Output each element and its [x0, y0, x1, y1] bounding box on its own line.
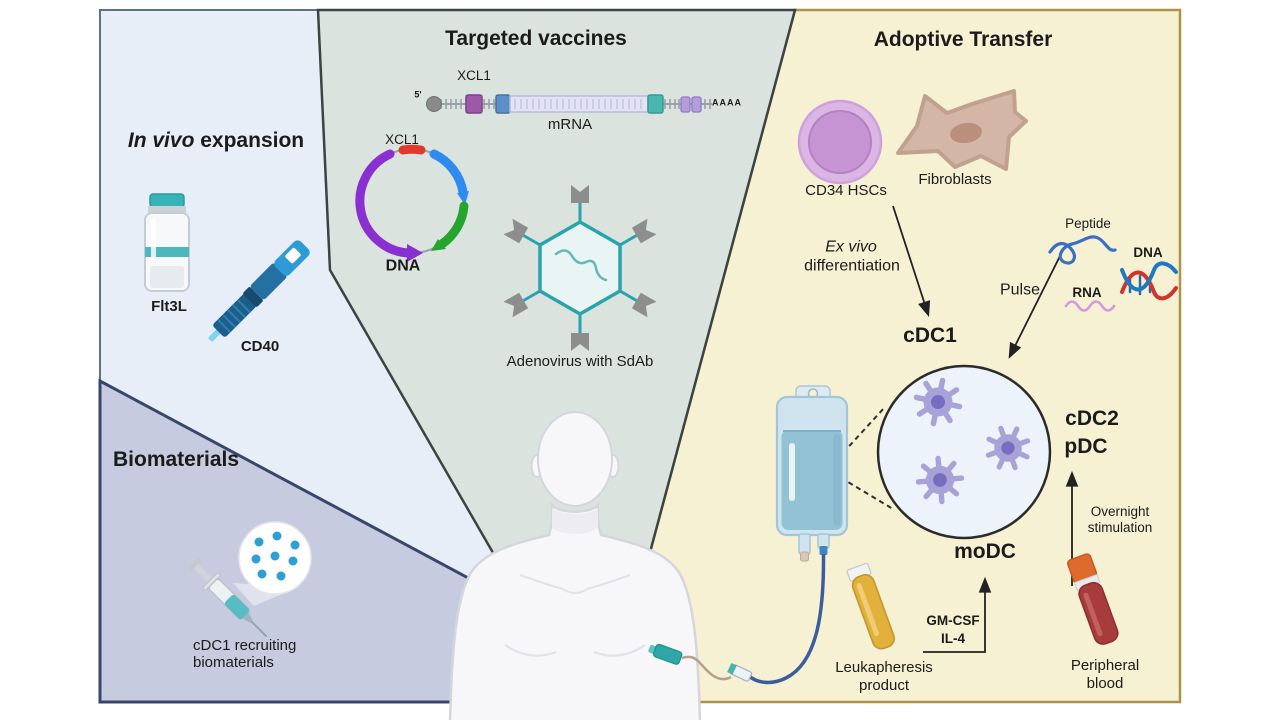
peptide-label: Peptide: [1065, 215, 1111, 231]
leukapheresis-label-line1: Leukapheresis: [835, 659, 933, 677]
cd34-label: CD34 HSCs: [805, 182, 887, 200]
modc-label: moDC: [954, 539, 1016, 563]
adenovirus-label: Adenovirus with SdAb: [506, 353, 654, 371]
cd40-label: CD40: [240, 338, 280, 356]
rna-label: RNA: [1072, 284, 1102, 300]
iv-tube: [681, 553, 826, 685]
peripheral-blood-label-line2: blood: [1086, 675, 1124, 693]
overnight-label-line2: stimulation: [1087, 519, 1153, 535]
pulse-arrow: [1008, 251, 1063, 359]
fibroblast-icon: [896, 89, 1028, 171]
flt3l-label: Flt3L: [151, 298, 187, 316]
dna-small-label: DNA: [1133, 244, 1163, 260]
gmcsf-elbow-arrow: [923, 576, 992, 653]
pdc-label: pDC: [1064, 434, 1108, 458]
dc-culture-circle: [876, 364, 1052, 540]
cd34-hsc-icon: [797, 99, 883, 185]
ex-vivo-label: Ex vivo: [825, 238, 877, 256]
gmcsf-label: GM-CSF: [926, 612, 980, 628]
differentiation-arrow: [892, 205, 931, 317]
in-vivo-title-rest: expansion: [194, 128, 305, 152]
cdc1-label: cDC1: [903, 323, 957, 347]
cd40-injector-icon: [208, 240, 310, 342]
adenovirus-icon: [503, 185, 657, 351]
biomaterials-caption-line1: cDC1 recruiting: [193, 637, 297, 654]
il4-label: IL-4: [940, 630, 966, 646]
biomaterial-syringe-icon: [188, 558, 268, 638]
overnight-label-line1: Overnight: [1090, 503, 1150, 519]
biomaterials-title: Biomaterials: [113, 448, 240, 471]
biomaterials-caption-line2: biomaterials: [193, 654, 274, 671]
leukapheresis-label-line2: product: [858, 677, 910, 695]
pulse-label: Pulse: [999, 281, 1041, 299]
sdab-forks: [503, 185, 657, 351]
cdc2-label: cDC2: [1065, 406, 1119, 430]
differentiation-label: differentiation: [804, 257, 900, 275]
mrna-xcl1-label: XCL1: [457, 67, 491, 83]
plasmid-xcl1-label: XCL1: [385, 131, 419, 147]
peripheral-blood-label-line1: Peripheral: [1070, 657, 1140, 675]
leukapheresis-tube-icon: [846, 562, 895, 650]
dna-helix-icon: [1120, 261, 1178, 301]
iv-catheter-icon: [648, 643, 683, 665]
peripheral-blood-tube-icon: [1067, 553, 1119, 645]
plasmid-dna-label: DNA: [385, 257, 421, 275]
mrna-construct-icon: [426, 94, 712, 114]
poly-a-label: AAAA: [712, 97, 742, 108]
in-vivo-title: In vivo expansion: [127, 128, 305, 152]
targeted-vaccines-title: Targeted vaccines: [445, 26, 627, 50]
adoptive-transfer-title: Adoptive Transfer: [873, 27, 1053, 51]
human-figure: [448, 411, 702, 720]
fibroblasts-label: Fibroblasts: [918, 171, 992, 189]
five-prime-label: 5': [414, 89, 422, 100]
mrna-label: mRNA: [547, 116, 593, 134]
dna-plasmid-icon: [355, 144, 469, 262]
iv-bag-icon: [775, 385, 849, 562]
rna-icon: [1064, 300, 1116, 312]
biomaterial-scaffold-icon: [238, 521, 312, 595]
tube-connector: [727, 662, 753, 682]
peptide-icon: [1048, 235, 1117, 265]
flt3l-vial-icon: [144, 193, 190, 292]
in-vivo-title-italic: In vivo: [127, 128, 195, 152]
